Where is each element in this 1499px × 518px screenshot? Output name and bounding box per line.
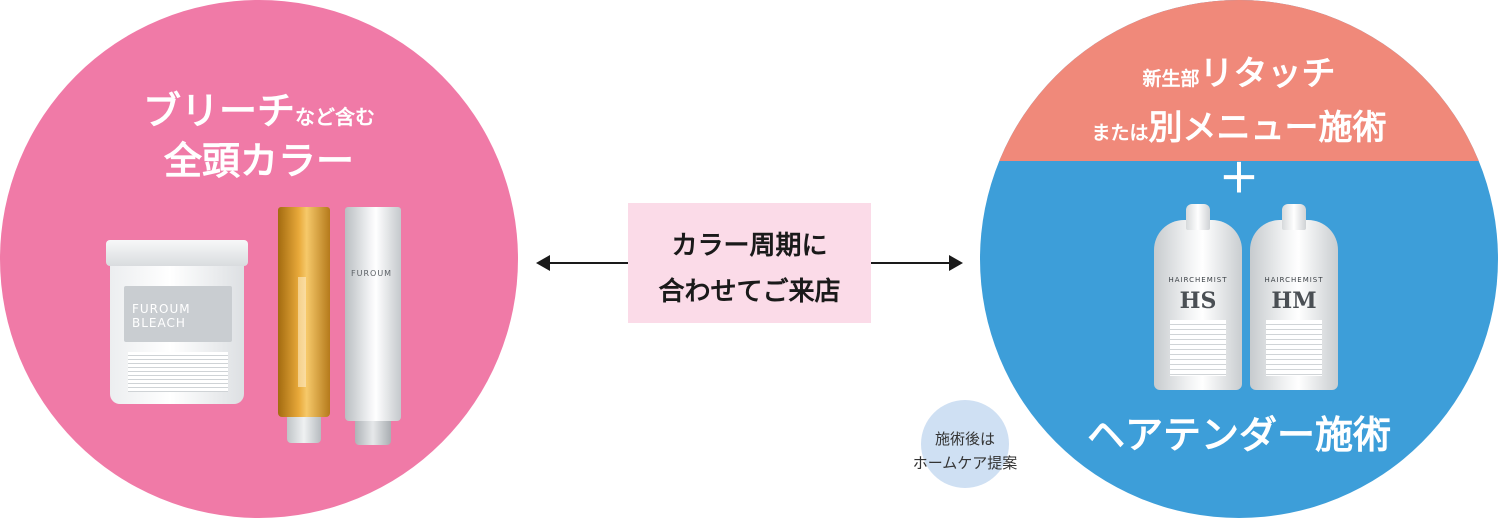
- silver-color-tube-image: FUROUM: [345, 207, 401, 445]
- tube-stripe: [298, 277, 306, 387]
- right-circle-top-band: [980, 0, 1498, 161]
- center-label-line1: カラー周期に: [671, 231, 828, 261]
- right-circle: 新生部リタッチ または別メニュー施術 ＋ HAIRCHEMIST HS HAIR…: [980, 0, 1498, 518]
- bleach-tub-image: FUROUM BLEACH: [106, 240, 248, 404]
- left-circle-title: ブリーチなど含む: [0, 80, 518, 135]
- home-care-line2: ホームケア提案: [912, 454, 1018, 472]
- arrow-right-head: [949, 255, 963, 271]
- pouch-mark: HS: [1179, 288, 1217, 314]
- center-label-line2: 合わせてご来店: [658, 277, 841, 307]
- title-small: など含む: [295, 105, 375, 129]
- right-circle-line2: または別メニュー施術: [980, 100, 1498, 149]
- line2-main: 別メニュー施術: [1148, 108, 1387, 148]
- hs-pouch-image: HAIRCHEMIST HS: [1154, 204, 1242, 390]
- pouch-fine-print: [1266, 320, 1322, 376]
- tub-label: FUROUM BLEACH: [124, 286, 232, 342]
- tub-lid: [106, 240, 248, 266]
- pouch-brand: HAIRCHEMIST: [1168, 276, 1228, 284]
- line1-main: リタッチ: [1199, 54, 1336, 94]
- pouch-mark: HM: [1271, 288, 1317, 314]
- home-care-line1: 施術後は: [934, 430, 995, 448]
- title-main: ブリーチ: [142, 89, 295, 133]
- tub-label-text: FUROUM BLEACH: [132, 302, 191, 330]
- pouch-cap: [1282, 204, 1306, 230]
- pouch-brand: HAIRCHEMIST: [1264, 276, 1324, 284]
- tube-label-text: FUROUM: [351, 269, 393, 278]
- hm-pouch-image: HAIRCHEMIST HM: [1250, 204, 1338, 390]
- gold-color-tube-image: [278, 207, 330, 443]
- arrow-left-line: [548, 262, 628, 264]
- arrow-right-line: [871, 262, 951, 264]
- right-circle-bottom-label: ヘアテンダー施術: [1086, 413, 1391, 457]
- tub-fine-print: [128, 352, 228, 392]
- right-circle-line1: 新生部リタッチ: [980, 46, 1498, 95]
- pouch-fine-print: [1170, 320, 1226, 376]
- arrow-left-head: [536, 255, 550, 271]
- line1-small: 新生部: [1142, 68, 1200, 90]
- home-care-bubble: [921, 400, 1009, 488]
- line2-small: または: [1091, 122, 1149, 144]
- plus-sign: ＋: [1219, 156, 1259, 202]
- center-label-box: カラー周期に 合わせてご来店: [628, 203, 871, 323]
- tube-cap: [287, 417, 321, 443]
- left-circle-subtitle: 全頭カラー: [163, 139, 354, 183]
- tube-cap: [355, 421, 391, 445]
- pouch-cap: [1186, 204, 1210, 230]
- left-circle: ブリーチなど含む 全頭カラー FUROUM BLEACH FUROUM: [0, 0, 518, 518]
